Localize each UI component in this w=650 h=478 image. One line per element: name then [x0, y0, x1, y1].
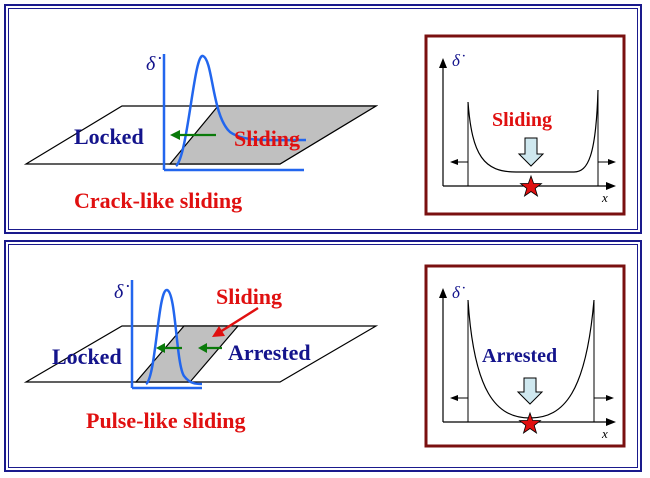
- slip-rate-symbol: δ̇: [114, 281, 129, 303]
- inset-right-arrowhead: [608, 159, 616, 165]
- sliding-pointer-arrowhead: [212, 326, 225, 337]
- down-arrow-icon: [516, 377, 544, 405]
- slip-rate-curve: [174, 54, 307, 167]
- down-arrow-icon: [517, 137, 545, 167]
- sliding-region: [134, 325, 240, 383]
- inset-x-symbol: x: [601, 426, 608, 441]
- inset-x-arrowhead: [606, 418, 616, 426]
- inset-y-arrowhead: [439, 58, 447, 68]
- sliding-label: Sliding: [234, 126, 300, 151]
- inset-label: Arrested: [482, 345, 557, 367]
- slip-rate-symbol: δ̇: [146, 53, 161, 75]
- inset-left-arrowhead: [450, 159, 458, 165]
- sliding-label: Sliding: [216, 284, 282, 309]
- locked-label: Locked: [74, 124, 144, 149]
- arrested-label: Arrested: [228, 340, 311, 365]
- inset-y-arrowhead: [439, 288, 447, 298]
- crack-like-diagram: δ̇ Locked Sliding Crack-like sliding δ̇ …: [23, 34, 626, 216]
- propagation-arrowhead-right: [198, 343, 207, 353]
- inset-crack: δ̇ x Sliding: [424, 34, 626, 216]
- propagation-arrowhead-left: [156, 343, 165, 353]
- slip-rate-curve: [145, 288, 203, 386]
- inset-x-arrowhead: [606, 182, 616, 190]
- propagation-arrowhead: [170, 130, 180, 140]
- inset-right-arrowhead: [606, 395, 614, 401]
- inset-label: Sliding: [492, 109, 552, 131]
- pulse-like-panel: δ̇ Locked Sliding Arrested Pulse-like sl…: [4, 240, 642, 472]
- sliding-pointer-arrow: [219, 306, 259, 334]
- inset-profile: [467, 89, 599, 173]
- pulse-like-diagram: δ̇ Locked Sliding Arrested Pulse-like sl…: [23, 264, 626, 448]
- hypocenter-star-icon: [519, 174, 543, 197]
- locked-label: Locked: [52, 344, 122, 369]
- inset-frame: [424, 264, 626, 448]
- hypocenter-star-icon: [518, 411, 542, 434]
- crack-like-panel: δ̇ Locked Sliding Crack-like sliding δ̇ …: [4, 4, 642, 234]
- caption: Crack-like sliding: [74, 188, 242, 213]
- inset-left-arrowhead: [450, 395, 458, 401]
- inset-pulse: δ̇ x Arrested: [424, 264, 626, 448]
- caption: Pulse-like sliding: [86, 408, 246, 433]
- inset-x-symbol: x: [601, 190, 608, 205]
